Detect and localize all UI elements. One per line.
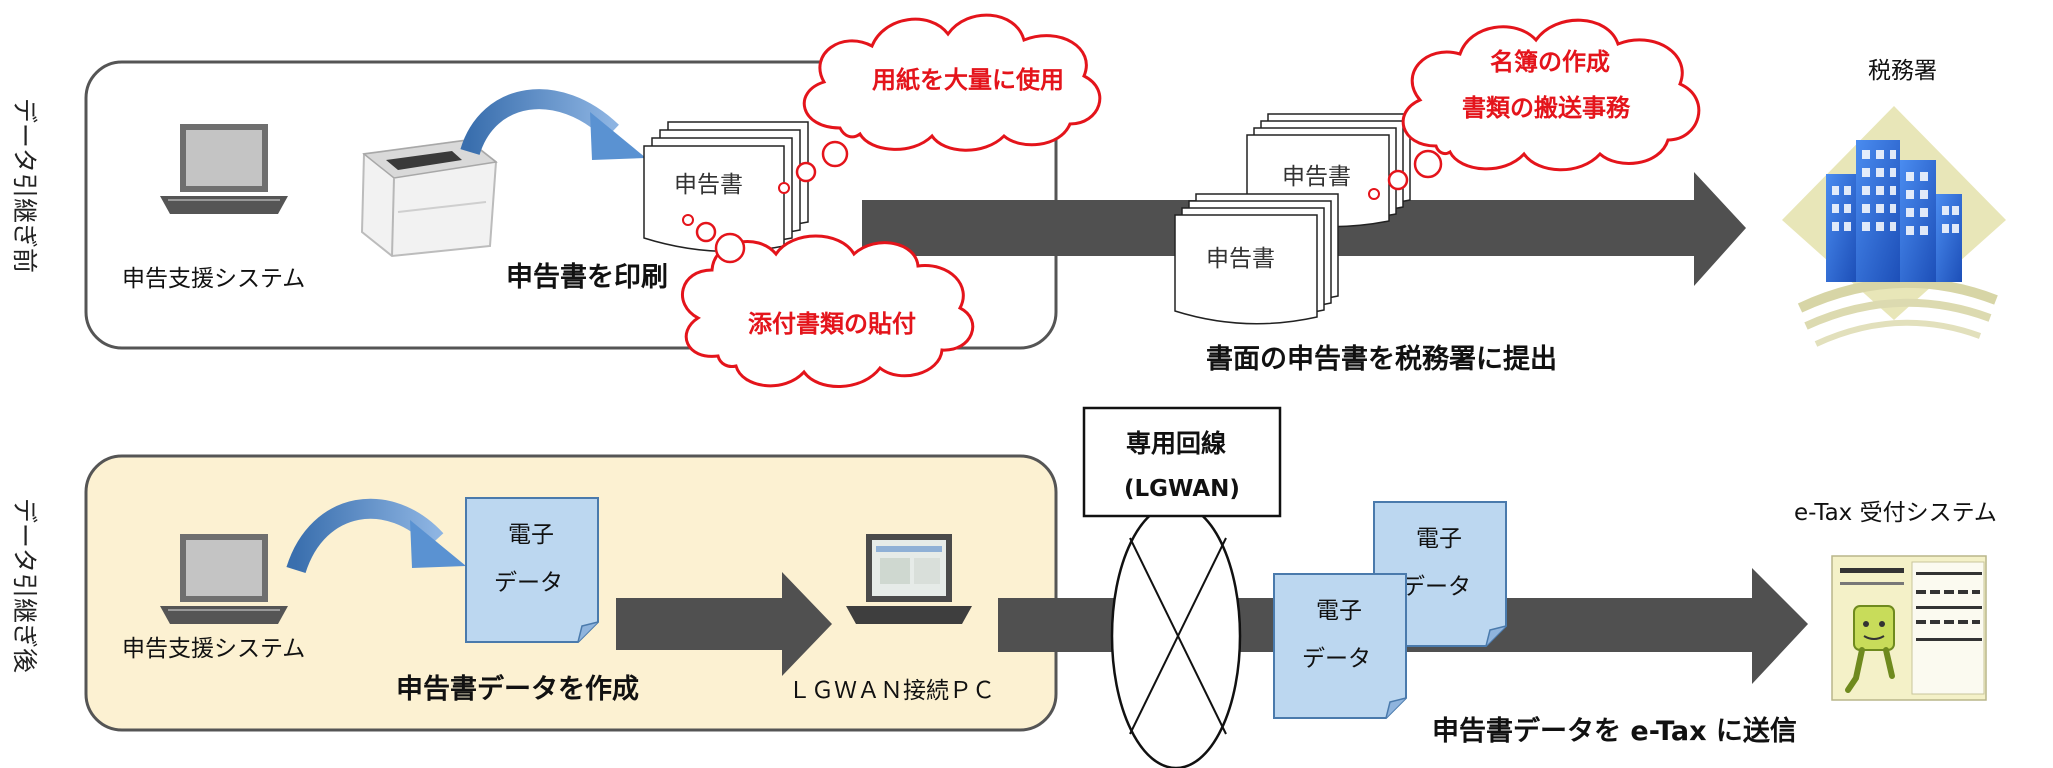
electronic-data-line2: データ: [494, 570, 563, 596]
after-send-label: 申告書データを e-Tax に送信: [1432, 715, 1797, 747]
tax-office-building-icon: [1782, 106, 2006, 347]
after-inner-arrow: [616, 572, 832, 676]
electronic-data-document: [465, 497, 599, 643]
edoc-front-line2: データ: [1302, 646, 1371, 672]
before-laptop-label: 申告支援システム: [122, 266, 305, 292]
electronic-data-document-front: [1273, 573, 1407, 719]
before-section: データ引継ぎ前 申告支援システム 申告書を印刷: [10, 13, 2006, 388]
after-side-label: データ引継ぎ後: [10, 498, 39, 673]
lgwan-line-label-2: (LGWAN): [1124, 476, 1240, 502]
before-side-label: データ引継ぎ前: [10, 98, 39, 273]
electronic-data-line1: 電子: [508, 522, 554, 548]
etax-system-icon: [1831, 555, 1987, 701]
printed-document-label: 申告書: [674, 172, 743, 198]
cloud-roster-text-1: 名簿の作成: [1490, 48, 1610, 76]
edoc-back-line1: 電子: [1416, 526, 1462, 552]
before-submit-label: 書面の申告書を税務署に提出: [1206, 344, 1557, 375]
cloud-paper-text: 用紙を大量に使用: [872, 66, 1064, 94]
laptop-icon: [160, 534, 288, 624]
submitted-document-front-label: 申告書: [1206, 246, 1275, 272]
cloud-attachments: [680, 214, 975, 388]
curved-arrow-icon: [286, 498, 466, 574]
lgwan-line-label-1: 専用回線: [1126, 429, 1226, 458]
cloud-roster-text-2: 書類の搬送事務: [1462, 94, 1631, 122]
cloud-attachments-text: 添付書類の貼付: [748, 310, 916, 338]
before-print-label: 申告書を印刷: [506, 262, 668, 293]
after-laptop-label: 申告支援システム: [122, 636, 305, 662]
lgwan-pc-icon: [846, 534, 972, 624]
laptop-icon: [160, 124, 288, 214]
edoc-back-line2: データ: [1402, 574, 1471, 600]
tax-office-label: 税務署: [1868, 58, 1937, 84]
cloud-paper-usage: [778, 13, 1102, 194]
after-create-label: 申告書データを作成: [396, 673, 639, 705]
lgwan-line-label-box: [1082, 406, 1282, 518]
submitted-document-stack-front: [1174, 193, 1339, 325]
submitted-document-back-label: 申告書: [1282, 164, 1351, 190]
edoc-front-line1: 電子: [1316, 598, 1362, 624]
curved-arrow-icon: [460, 89, 646, 160]
cloud-roster: [1368, 18, 1701, 200]
printer-icon: [360, 138, 498, 258]
after-section: データ引継ぎ後 申告支援システム 電子 データ 申告書データを作成: [10, 406, 1997, 768]
lgwan-line-symbol: [1110, 502, 1242, 768]
etax-label: e-Tax 受付システム: [1794, 500, 1997, 526]
lgwan-pc-label: ＬＧＷＡＮ接続ＰＣ: [788, 678, 995, 704]
